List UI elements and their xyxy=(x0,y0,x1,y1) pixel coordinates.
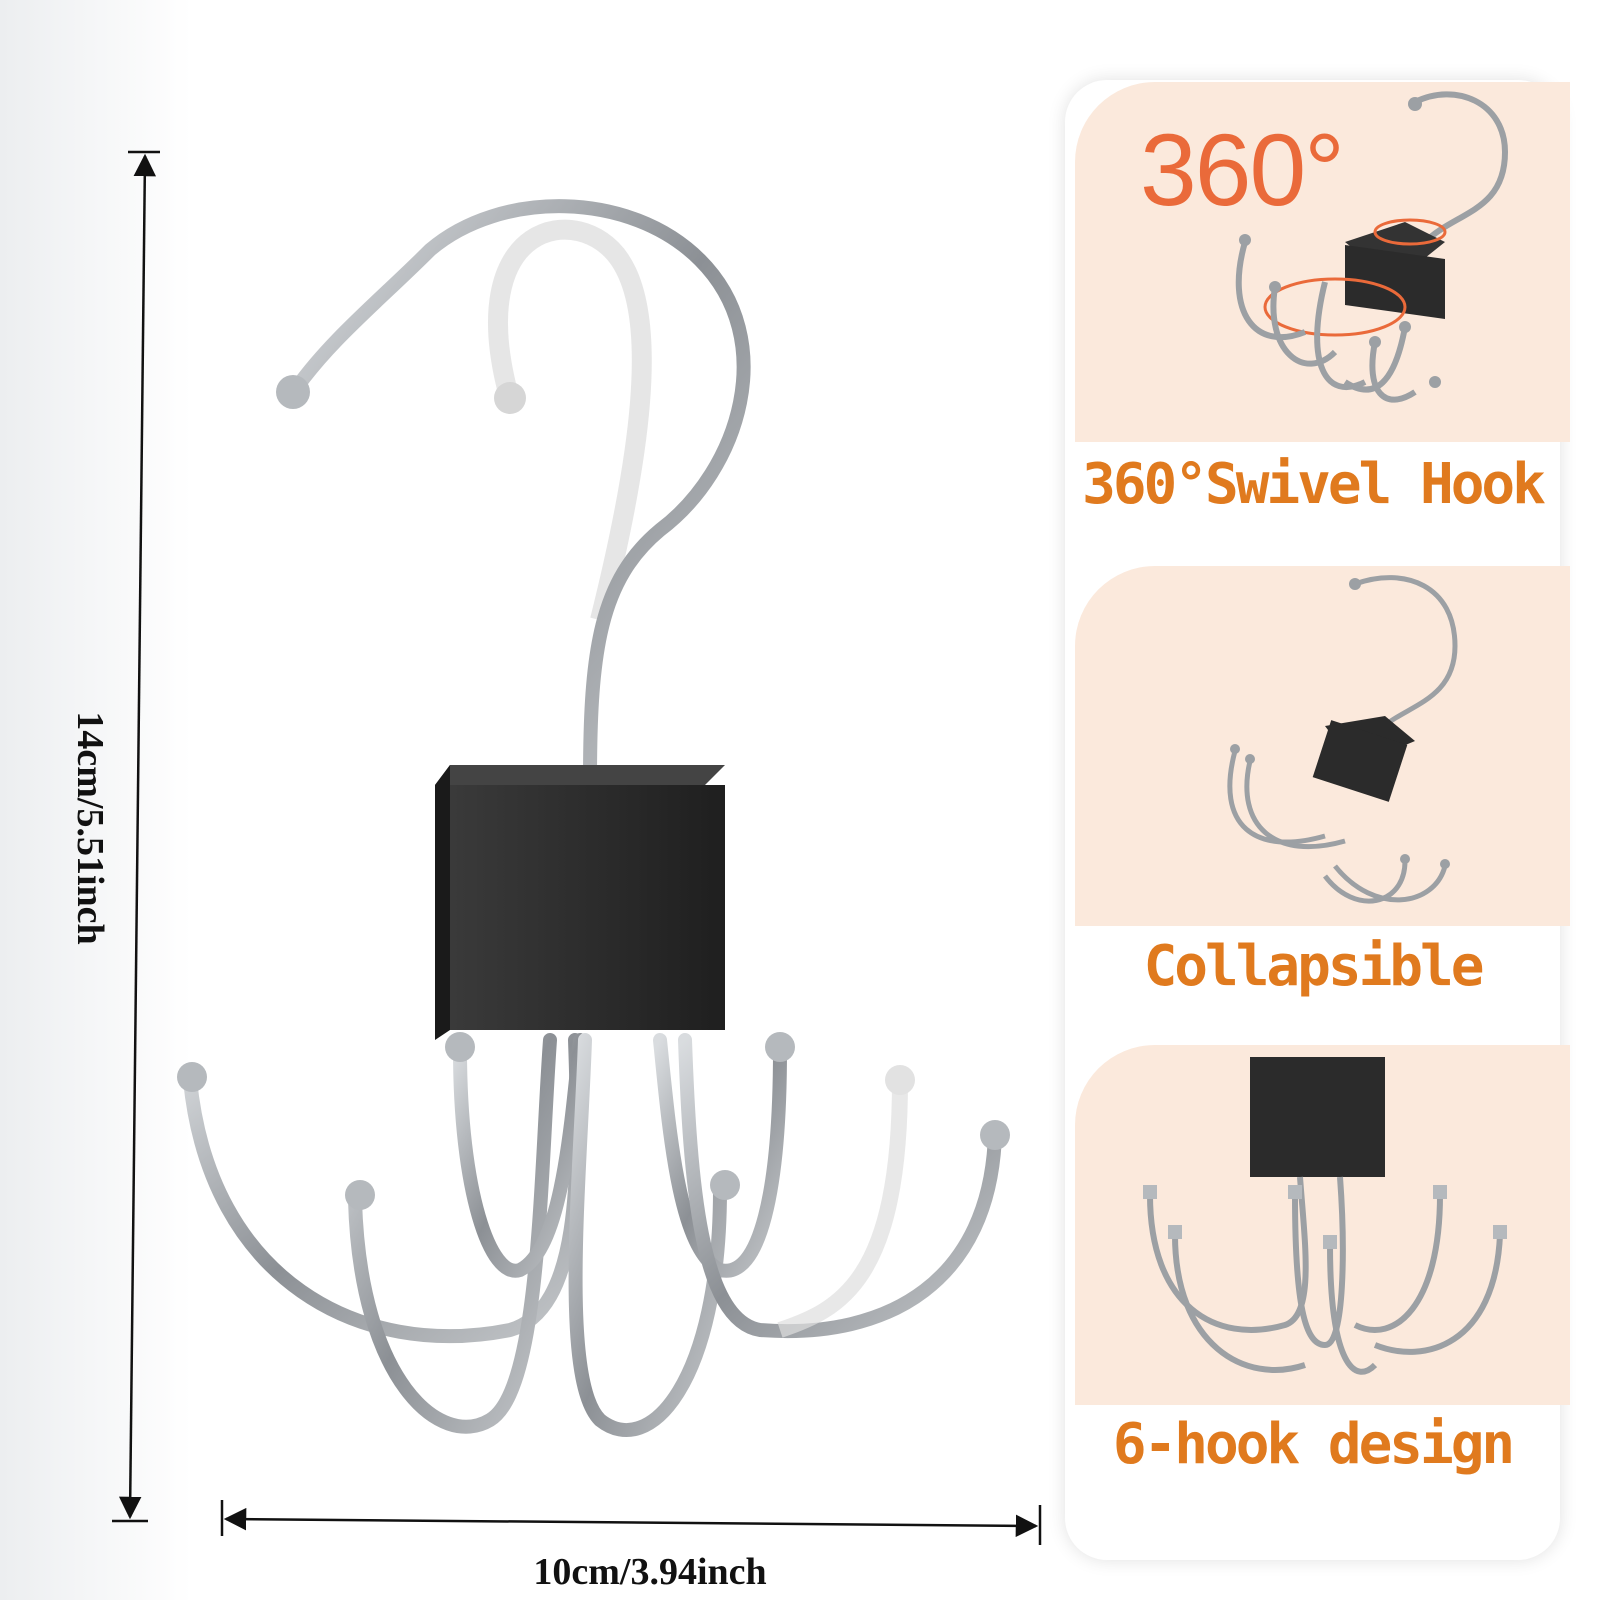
rotation-badge: 360° xyxy=(1140,113,1345,227)
swivel-hanger-product-image xyxy=(177,199,1010,1437)
feature-label-swivel: 360°Swivel Hook xyxy=(1082,452,1546,517)
feature-card-swivel xyxy=(1075,82,1570,442)
feature-card-collapsible xyxy=(1075,566,1570,926)
height-dimension-label: 14cm/5.51inch xyxy=(69,711,111,945)
width-dimension-label: 10cm/3.94inch xyxy=(533,1551,767,1593)
feature-label-six-hook: 6-hook design xyxy=(1112,1412,1515,1477)
swivel-hook-icon xyxy=(1235,91,1509,403)
feature-card-six-hook xyxy=(1075,1045,1570,1405)
collapsed-hook-icon xyxy=(1227,575,1458,904)
six-hook-icon xyxy=(1143,1057,1507,1375)
feature-label-collapsible: Collapsible xyxy=(1143,934,1485,999)
